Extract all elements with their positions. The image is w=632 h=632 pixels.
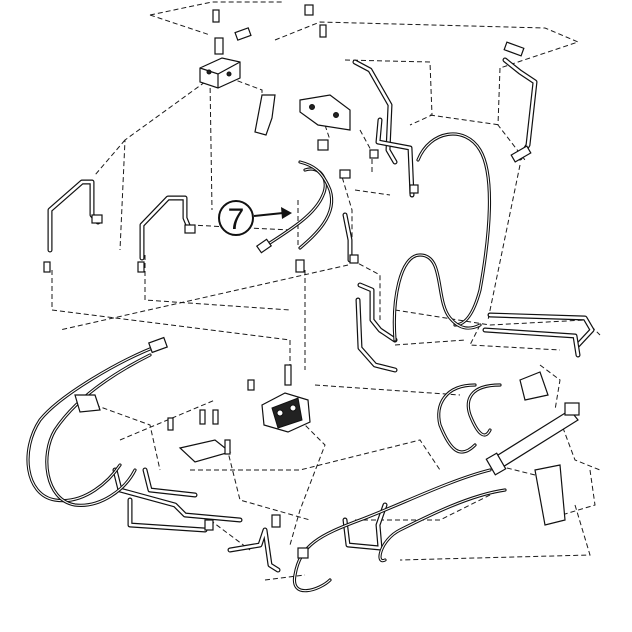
components [43, 4, 580, 559]
callout-7: 7 [218, 200, 292, 236]
control-valve [247, 364, 311, 433]
valve-block [199, 9, 252, 89]
callout-leader [253, 212, 284, 217]
rigid-tubes [47, 57, 595, 573]
fittings [43, 4, 532, 559]
flexible-hoses [26, 132, 507, 593]
mounting-plate [167, 409, 232, 463]
callout-circle [218, 200, 254, 236]
bracket-plate [254, 94, 351, 136]
cylinder-right [485, 371, 580, 526]
callout-number: 7 [228, 203, 245, 236]
callout-arrowhead [281, 207, 292, 219]
cylinder-left [74, 336, 168, 413]
